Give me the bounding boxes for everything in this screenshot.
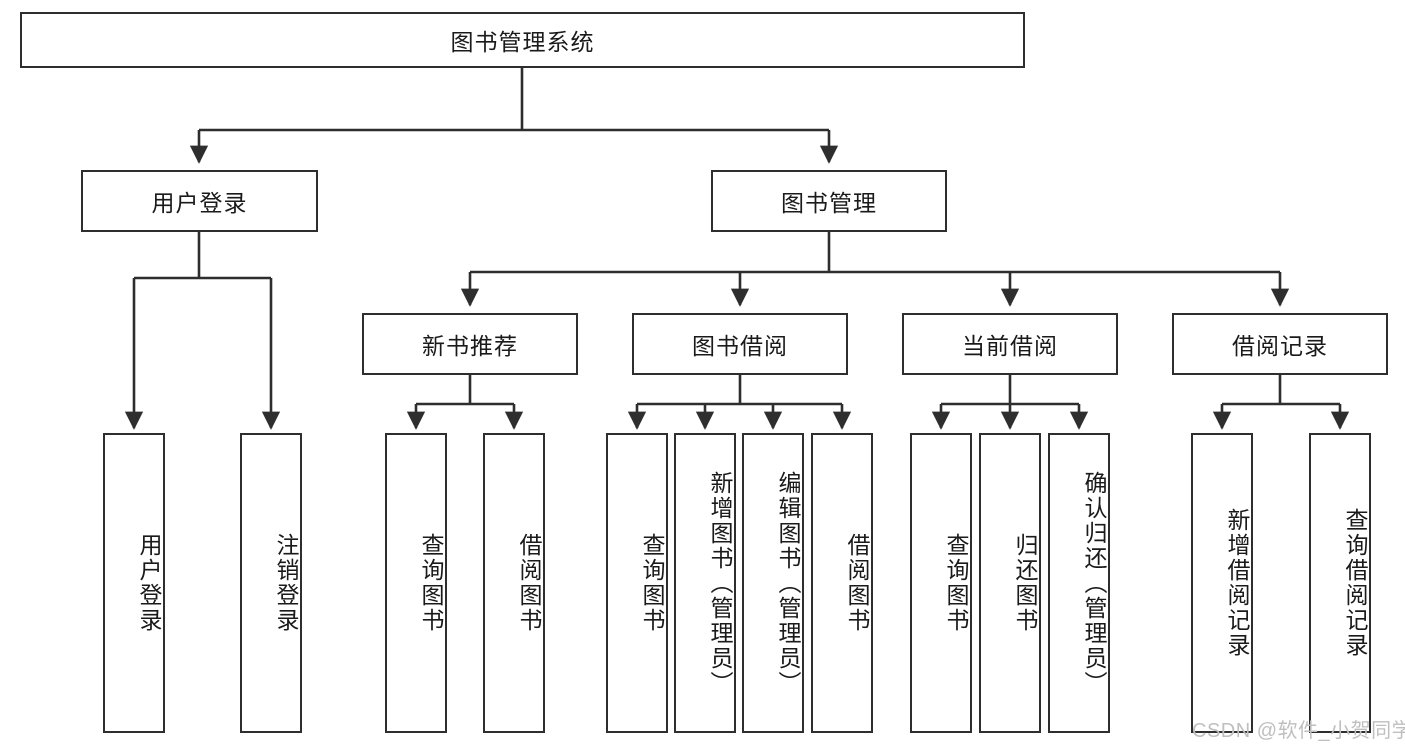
node-leaf-confirm-return-label: 确认归还（管理员） <box>1081 470 1107 696</box>
node-user-login[interactable]: 用户登录 <box>81 170 318 232</box>
node-leaf-query-record[interactable]: 查询借阅记录 <box>1309 433 1371 733</box>
node-leaf-logout[interactable]: 注销登录 <box>240 433 302 733</box>
node-borrow-record[interactable]: 借阅记录 <box>1172 313 1388 375</box>
node-book-borrow[interactable]: 图书借阅 <box>632 313 848 375</box>
node-book-manage-label: 图书管理 <box>781 190 877 216</box>
node-leaf-confirm-return[interactable]: 确认归还（管理员） <box>1048 433 1110 733</box>
node-leaf-borrow-book-1-label: 借阅图书 <box>516 533 542 633</box>
node-leaf-query-book-3-label: 查询图书 <box>943 533 969 633</box>
node-leaf-add-book[interactable]: 新增图书（管理员） <box>674 433 736 733</box>
node-leaf-borrow-book-2[interactable]: 借阅图书 <box>811 433 873 733</box>
node-leaf-add-record-label: 新增借阅记录 <box>1224 508 1250 658</box>
node-leaf-query-book-1[interactable]: 查询图书 <box>385 433 447 733</box>
node-new-book-rec-label: 新书推荐 <box>422 333 518 359</box>
node-leaf-add-record[interactable]: 新增借阅记录 <box>1191 433 1253 733</box>
node-leaf-add-book-label: 新增图书（管理员） <box>707 470 733 696</box>
node-user-login-label: 用户登录 <box>151 190 248 216</box>
node-leaf-return-book[interactable]: 归还图书 <box>979 433 1041 733</box>
node-leaf-borrow-book-2-label: 借阅图书 <box>844 533 870 633</box>
node-root[interactable]: 图书管理系统 <box>20 12 1025 68</box>
node-leaf-user-login-label: 用户登录 <box>136 533 162 633</box>
node-current-borrow-label: 当前借阅 <box>962 333 1058 359</box>
node-leaf-edit-book-label: 编辑图书（管理员） <box>775 470 801 696</box>
node-leaf-borrow-book-1[interactable]: 借阅图书 <box>483 433 545 733</box>
node-leaf-user-login[interactable]: 用户登录 <box>103 433 165 733</box>
node-book-manage[interactable]: 图书管理 <box>711 170 947 232</box>
node-leaf-query-book-1-label: 查询图书 <box>418 533 444 633</box>
node-leaf-edit-book[interactable]: 编辑图书（管理员） <box>742 433 804 733</box>
node-leaf-logout-label: 注销登录 <box>273 533 299 633</box>
node-borrow-record-label: 借阅记录 <box>1232 333 1328 359</box>
node-leaf-query-book-2[interactable]: 查询图书 <box>606 433 668 733</box>
node-current-borrow[interactable]: 当前借阅 <box>902 313 1118 375</box>
node-leaf-query-book-2-label: 查询图书 <box>639 533 665 633</box>
node-book-borrow-label: 图书借阅 <box>692 333 788 359</box>
node-leaf-query-book-3[interactable]: 查询图书 <box>910 433 972 733</box>
node-new-book-rec[interactable]: 新书推荐 <box>362 313 578 375</box>
node-leaf-query-record-label: 查询借阅记录 <box>1342 508 1368 658</box>
node-root-label: 图书管理系统 <box>450 29 595 55</box>
node-leaf-return-book-label: 归还图书 <box>1012 533 1038 633</box>
